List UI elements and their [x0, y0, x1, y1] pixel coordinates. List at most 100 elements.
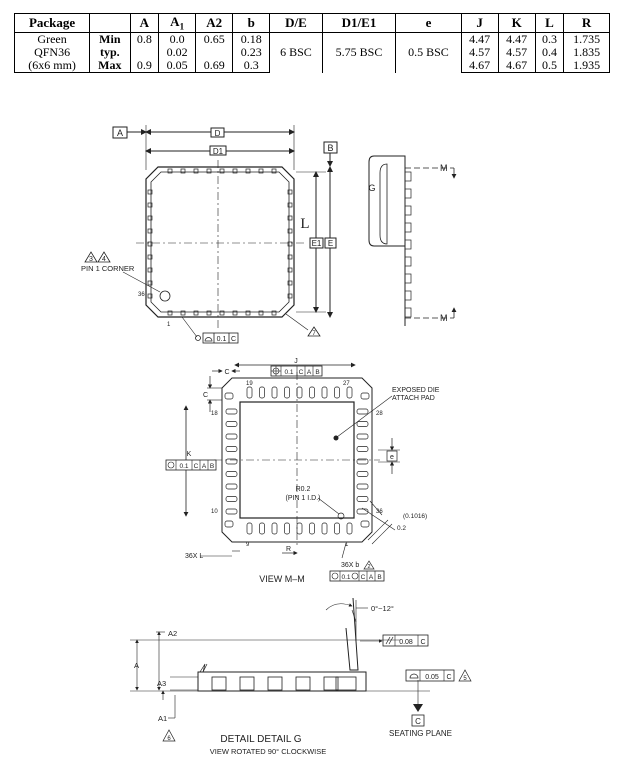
de-cell: 6 BSC [269, 32, 323, 73]
angle-reference [351, 609, 357, 623]
pad [225, 421, 238, 427]
table-row: (6x6 mm) Max 0.9 0.05 0.69 0.3 4.67 4.67… [13, 59, 610, 73]
side-lead [404, 222, 412, 233]
lead-tick [206, 168, 212, 174]
fcf-tolerance: 0.1 [341, 574, 350, 581]
lead-tick [287, 267, 293, 273]
lead-tick [232, 168, 238, 174]
pad [259, 386, 265, 399]
leader-line [317, 497, 340, 515]
lead-tick [167, 310, 173, 316]
table-cell: 0.5 [534, 59, 565, 73]
note-flag-2 [363, 560, 375, 570]
lead-tick [193, 168, 199, 174]
detail-g-title: DETAIL DETAIL G [220, 734, 301, 745]
table-cell: 0.05 [158, 59, 197, 73]
note-flag-5-label: 5 [463, 676, 467, 682]
header-d1e1: D1/E1 [321, 13, 397, 33]
table-cell: 0.0 [158, 32, 197, 46]
side-lead [404, 273, 412, 284]
pad [225, 433, 238, 440]
dim-j-label: J [294, 358, 298, 365]
view-m-m-title: VIEW M–M [259, 574, 305, 584]
fcf-tolerance: 0.1 [284, 369, 293, 376]
seating-plane-label: SEATING PLANE [389, 729, 452, 738]
fcf-datum: A [369, 574, 374, 581]
lead-tick [180, 168, 186, 174]
detail-body-edge [345, 597, 359, 671]
lead-tick [147, 241, 153, 247]
row-label: Min [89, 32, 131, 46]
bottom-view: J 0.1 C A B C C 19 27 18 28 10 36 9 1 [165, 358, 440, 584]
side-lead-stack [404, 171, 412, 318]
pad [225, 508, 238, 515]
table-cell: 0.02 [158, 46, 197, 59]
note-flag-2-label: 2 [367, 564, 370, 570]
lead-tick [147, 267, 153, 273]
note-flag-4 [97, 251, 111, 263]
dim-a2-label: A2 [168, 629, 177, 638]
table-cell: 1.835 [563, 46, 610, 59]
header-l: L [534, 13, 565, 33]
lead-tick [258, 310, 264, 316]
fcf-datum: C [299, 369, 304, 376]
lead-tick [287, 254, 293, 260]
lead-tick [287, 215, 293, 221]
pad [246, 522, 253, 535]
lead-tick [219, 168, 225, 174]
fcf-tolerance: 0.1 [217, 336, 227, 343]
note-36x-l: 36X L [185, 553, 203, 560]
pitch-cell: 0.5 BSC [395, 32, 462, 73]
lead-tick [147, 189, 153, 195]
pin9-label: 9 [246, 542, 250, 548]
dim-a3-label: A3 [157, 679, 166, 688]
lead-tick [147, 228, 153, 234]
fcf-datum: B [377, 574, 381, 581]
table-cell: 0.18 [232, 32, 271, 46]
fcf-datum: C [446, 674, 451, 681]
side-lead [404, 307, 412, 318]
table-header-row: Package A A1 A2 b D/E D1/E1 e J K L R [13, 13, 610, 33]
header-a: A [129, 13, 160, 33]
corner-pad [224, 392, 234, 400]
table-row: Green Min 0.8 0.0 0.65 0.18 6 BSC 5.75 B… [13, 32, 610, 73]
leader-line [341, 542, 347, 559]
lead-tick [258, 168, 264, 174]
dim-e1-label: E1 [312, 239, 322, 248]
bottom-pads [224, 386, 370, 535]
position-symbol-icon [331, 572, 339, 580]
datum-b-label: B [327, 143, 333, 153]
note-flag-7 [307, 326, 321, 337]
lead-tick [147, 254, 153, 260]
note-flag-5 [458, 669, 472, 682]
lead-tick [147, 280, 153, 286]
header-e: e [395, 13, 462, 33]
lead-tick [271, 310, 277, 316]
table-cell: 4.57 [460, 46, 499, 59]
detail-g-subtitle: VIEW ROTATED 90° CLOCKWISE [210, 747, 327, 756]
fcf-tolerance: 0.08 [399, 639, 413, 646]
datum-c-box [411, 714, 425, 727]
fcf-profile [202, 332, 239, 344]
package-cell: Green [13, 32, 91, 46]
note-flag-7-label: 7 [312, 331, 316, 337]
pad [225, 496, 238, 502]
pad [225, 446, 238, 452]
pad [356, 458, 369, 465]
dim-02-label: 0.2 [397, 525, 406, 532]
leader-line [181, 316, 198, 338]
dim-l-label: L [300, 216, 309, 232]
dim-r-label: R [286, 546, 291, 553]
lead-tick [147, 215, 153, 221]
lead-tick [245, 168, 251, 174]
pin19-label: 19 [246, 381, 253, 387]
pin36-label: 36 [138, 292, 145, 298]
package-cell: QFN36 [13, 46, 91, 59]
header-a2: A2 [195, 13, 234, 33]
note-flag-4-label: 4 [102, 256, 106, 263]
pad [246, 386, 253, 399]
pad [356, 433, 369, 440]
fcf-tolerance: 0.05 [425, 674, 439, 681]
fcf-datum: A [202, 463, 207, 470]
lead-tick [180, 310, 186, 316]
